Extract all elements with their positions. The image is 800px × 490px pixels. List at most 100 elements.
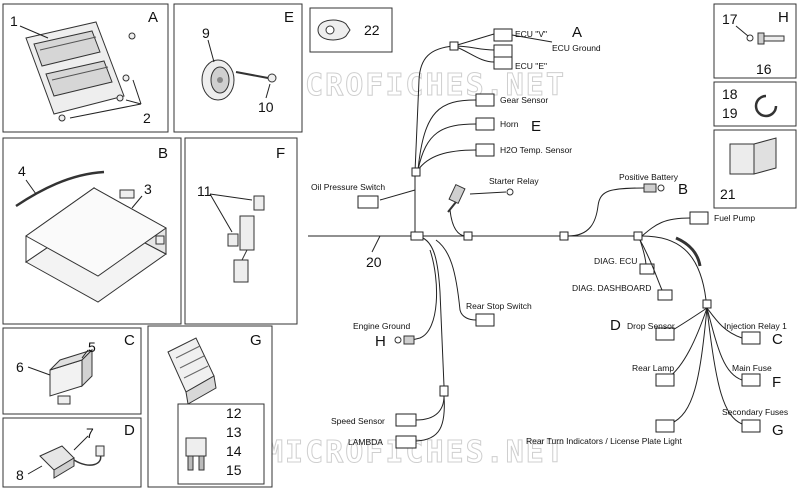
- secondary-fuses-connector: [741, 419, 761, 433]
- label-gear-sensor: Gear Sensor: [500, 95, 548, 105]
- panel-letter-g: G: [250, 332, 262, 349]
- panel-e-horn: 9 10 E: [173, 3, 303, 133]
- label-speed-sensor: Speed Sensor: [331, 416, 385, 426]
- fuel-pump-connector: [689, 211, 709, 225]
- panel-letter-b: B: [158, 145, 168, 162]
- ref-num-1: 1: [10, 13, 18, 29]
- ecu-e-connector: [493, 56, 513, 70]
- label-horn: Horn: [500, 119, 519, 129]
- ecu-unit-drawing: [19, 21, 142, 122]
- letter-main-fuse: F: [772, 374, 781, 391]
- blade-fuse-drawing: [185, 437, 207, 471]
- sensor-drawing: [27, 435, 105, 479]
- letter-ecu: A: [572, 24, 582, 41]
- ecu-v-connector: [493, 28, 513, 42]
- ref-num-4: 4: [18, 163, 26, 179]
- ref-num-22: 22: [364, 22, 380, 38]
- ref-num-20: 20: [366, 254, 382, 270]
- label-oil-pressure: Oil Pressure Switch: [311, 182, 385, 192]
- ref-num-9: 9: [202, 25, 210, 41]
- panel-g-fusebox: 12 13 14 15 G: [147, 325, 273, 488]
- ref-num-11: 11: [197, 183, 212, 199]
- watermark-top: MICROFICHES.NET: [265, 68, 566, 103]
- panel-21-bracket: 21: [713, 129, 797, 209]
- ref-num-12: 12: [226, 405, 242, 421]
- lambda-connector: [395, 435, 417, 449]
- ref-num-2: 2: [143, 110, 151, 126]
- label-engine-ground: Engine Ground: [353, 321, 410, 331]
- panel-letter-a: A: [148, 9, 158, 26]
- letter-injection-relay: C: [772, 331, 783, 348]
- letter-secondary-fuses: G: [772, 422, 784, 439]
- label-rear-stop-switch: Rear Stop Switch: [466, 301, 532, 311]
- panel-letter-f: F: [276, 145, 285, 162]
- panel-letter-h: H: [778, 9, 789, 26]
- letter-horn: E: [531, 118, 541, 135]
- rear-turn-connector: [655, 419, 675, 433]
- panel-h-bolt: 17 16 H: [713, 3, 797, 79]
- panel-letter-d: D: [124, 422, 135, 439]
- ref-num-14: 14: [226, 443, 242, 459]
- ref-num-7: 7: [86, 425, 94, 441]
- letter-engine-ground: H: [375, 333, 386, 350]
- label-secondary-fuses: Secondary Fuses: [722, 407, 788, 417]
- label-h2o: H2O Temp. Sensor: [500, 145, 572, 155]
- ecu-ground-connector: [493, 44, 513, 58]
- rear-lamp-connector: [655, 373, 675, 387]
- fuse-holder-drawing: [209, 193, 265, 283]
- label-injection-relay: Injection Relay 1: [724, 321, 787, 331]
- ref-num-18: 18: [722, 86, 738, 102]
- oil-pressure-connector: [357, 195, 379, 209]
- main-fuse-connector: [741, 373, 761, 387]
- panel-d-sensor: 7 8 D: [2, 417, 142, 488]
- diag-dashboard-connector: [657, 289, 673, 301]
- injection-relay-connector: [741, 331, 761, 345]
- rear-stop-switch-connector: [475, 313, 495, 327]
- label-diag-dashboard: DIAG. DASHBOARD: [572, 283, 651, 293]
- horn-connector: [475, 117, 495, 131]
- ref-num-10: 10: [258, 99, 274, 115]
- label-drop-sensor: Drop Sensor: [627, 321, 675, 331]
- ref-num-6: 6: [16, 359, 24, 375]
- starter-relay-terminal: [447, 183, 514, 213]
- gear-sensor-connector: [475, 93, 495, 107]
- label-lambda: LAMBDA: [348, 437, 383, 447]
- label-ecu-v: ECU "V": [515, 29, 547, 39]
- label-rear-turn: Rear Turn Indicators / License Plate Lig…: [526, 436, 683, 446]
- ref-num-5: 5: [88, 339, 96, 355]
- ref-num-19: 19: [722, 105, 738, 121]
- battery-drawing: [15, 170, 167, 303]
- letter-battery: B: [678, 181, 688, 198]
- letter-drop-sensor: D: [610, 317, 621, 334]
- panel-c-relay: 5 6 C: [2, 327, 142, 415]
- panel-b-battery: 4 3 B: [2, 137, 182, 325]
- panel-22-grommet: 22: [309, 7, 393, 53]
- ref-num-15: 15: [226, 462, 242, 478]
- drop-sensor-connector: [655, 327, 675, 341]
- label-ecu-e: ECU "E": [515, 61, 547, 71]
- ref-num-8: 8: [16, 467, 24, 483]
- fusebox-drawing: [167, 337, 217, 405]
- h2o-sensor-connector: [475, 143, 495, 157]
- relay-drawing: [27, 348, 93, 405]
- ref-num-3: 3: [144, 181, 152, 197]
- label-rear-lamp: Rear Lamp: [632, 363, 674, 373]
- label-starter-relay: Starter Relay: [489, 176, 539, 186]
- wiring-harness: 20 ECU "V" ECU Ground ECU "E" A Gear Sen…: [308, 24, 788, 449]
- label-ecu-ground: ECU Ground: [552, 43, 601, 53]
- label-diag-ecu: DIAG. ECU: [594, 256, 637, 266]
- panel-letter-c: C: [124, 332, 135, 349]
- panel-f-fuses: 11 F: [184, 137, 298, 325]
- ref-num-21: 21: [720, 186, 736, 202]
- label-main-fuse: Main Fuse: [732, 363, 772, 373]
- ref-num-17: 17: [722, 11, 738, 27]
- panel-a-ecu: 1 2 A: [2, 3, 169, 133]
- ref-num-16: 16: [756, 61, 772, 77]
- panel-18-19-clamp: 18 19: [713, 81, 797, 127]
- label-fuel-pump: Fuel Pump: [714, 213, 755, 223]
- panel-letter-e: E: [284, 9, 294, 26]
- speed-sensor-connector: [395, 413, 417, 427]
- horn-drawing: [201, 39, 277, 101]
- ref-num-13: 13: [226, 424, 242, 440]
